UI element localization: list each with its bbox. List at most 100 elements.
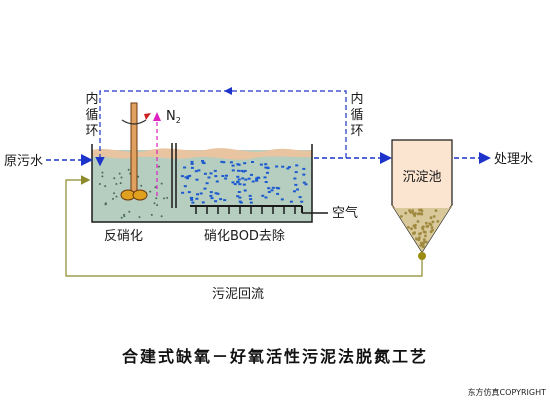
bubble [270,189,274,192]
bubble [209,191,213,194]
sludge-particle [419,232,422,235]
bubble [216,192,220,195]
bubble [296,188,299,191]
floc [104,185,107,188]
bubble [271,186,275,189]
bubble [304,183,308,186]
bubble [209,172,213,175]
bubble [244,178,248,181]
bubble [195,178,199,181]
sludge-particle [432,215,436,218]
bubble [190,166,194,169]
bubble [289,200,293,203]
sludge-particle [429,223,433,227]
bubble [241,177,245,180]
bubble [221,175,225,177]
svg-text:循: 循 [350,108,363,123]
bubble [203,172,207,175]
sludge-particle [418,236,421,239]
bubble [183,185,187,188]
rotation-arrow-icon [121,113,151,125]
bubble [239,201,243,204]
sludge-particle [430,226,434,229]
floc [158,165,160,168]
sludge-particle [419,244,423,247]
bubble [281,165,285,168]
bubble [188,174,192,177]
sludge-particle [431,228,434,232]
floc [112,197,114,200]
denitrification-label: 反硝化 [104,229,143,244]
bubble [183,166,187,169]
bubble [190,160,194,163]
floc [98,183,101,185]
bubble [294,171,298,174]
bubble [238,196,242,199]
sludge-particle [413,231,416,235]
floc [140,184,143,187]
inner-cycle-right-label: 内 循 环 [350,91,363,139]
bubble [209,194,213,197]
bubble [231,164,235,167]
sedimentation-tank [391,139,453,260]
bubble [231,181,235,184]
floc [118,172,121,175]
svg-text:内: 内 [350,91,363,107]
bubble [220,160,224,163]
sludge-particle [407,226,410,229]
sludge-particle [415,237,419,241]
bubble [264,196,268,199]
sludge-particle [429,216,433,220]
bubble [259,163,263,166]
bubble [242,183,246,186]
sludge-particle [417,238,421,242]
sludge-return-line [65,175,423,277]
bubble [195,197,199,200]
floc [113,192,115,195]
bubble [266,171,269,174]
bubble [203,187,207,190]
floc [101,171,104,174]
bubble [236,195,240,198]
bubble [294,183,298,186]
sludge-particle [431,220,435,224]
bubble [256,176,260,179]
flow-lines [46,87,491,277]
bubble [242,170,246,173]
bubble [286,167,290,170]
sludge-particle [410,227,413,231]
floc [156,204,159,207]
bubble [229,161,233,164]
bubble [237,191,241,193]
floc [123,213,125,216]
reactor-tank [91,143,313,223]
floc [166,196,169,199]
inner-cycle-arrowhead [224,87,232,95]
floc [137,175,140,178]
sludge-particle [436,220,440,223]
bubble [186,177,190,180]
floc [115,195,118,198]
bubble [243,189,247,192]
bubble [214,175,218,178]
bubble [213,169,217,172]
tank-water [92,150,312,222]
bubble [275,186,279,189]
bubble [236,180,240,183]
bubble [248,194,252,197]
bubble [302,181,306,184]
bubble [276,192,280,195]
sludge-particle [416,220,420,223]
floc [120,216,123,219]
bubble [261,194,265,197]
bubble [233,183,237,186]
bubble [243,169,247,172]
bubble [215,180,219,183]
sludge-particle [420,209,424,213]
sludge-particle [421,245,425,249]
sludge-particles [400,208,440,249]
inner-cycle-loop [95,90,347,167]
bubble [194,170,198,173]
